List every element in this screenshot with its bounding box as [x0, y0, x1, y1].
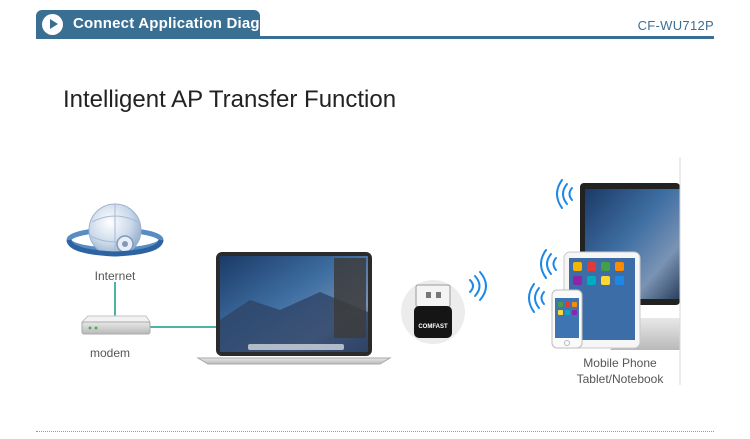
usb-adapter-icon: COMFAST: [401, 280, 465, 344]
footer-divider: [36, 431, 714, 432]
mobile-phone-label: Mobile Phone: [583, 356, 657, 370]
internet-globe-icon: [66, 203, 164, 257]
connection-lines: [114, 282, 216, 328]
wifi-signal-icon: [469, 271, 487, 301]
internet-label: Internet: [94, 269, 136, 283]
header-divider: [36, 36, 714, 39]
section-title: Connect Application Diagram: [73, 15, 288, 32]
play-icon: [42, 14, 63, 35]
adapter-brand-label: COMFAST: [418, 324, 448, 330]
modem-icon: [80, 315, 151, 335]
model-number: CF-WU712P: [637, 18, 714, 33]
device-wifi-icons: [528, 179, 573, 313]
laptop-icon: [196, 252, 392, 365]
page-title: Intelligent AP Transfer Function: [63, 86, 397, 113]
tablet-notebook-label: Tablet/Notebook: [576, 372, 664, 386]
modem-label: modem: [89, 346, 130, 360]
phone-icon: [551, 289, 583, 349]
header-tab: [36, 10, 260, 38]
